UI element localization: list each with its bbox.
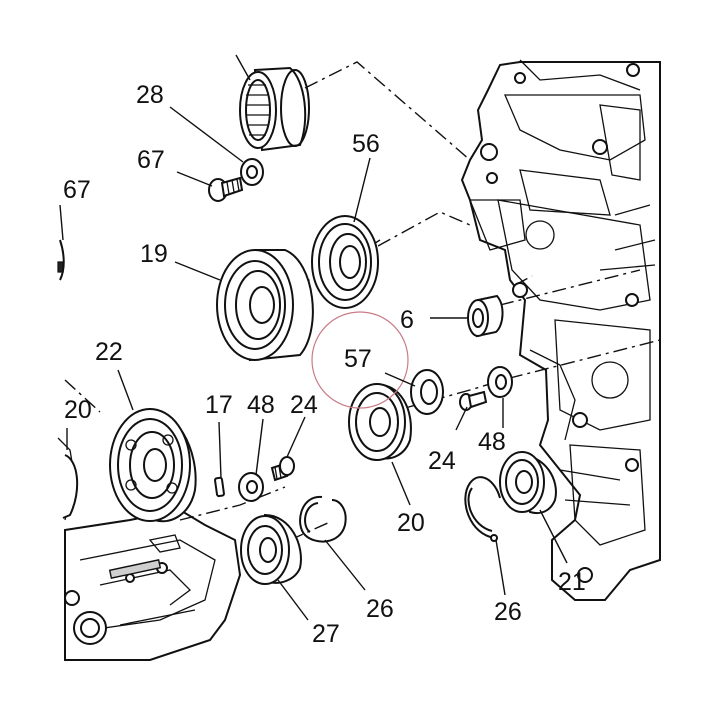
callout-67-screw: 67 xyxy=(137,146,165,174)
callout-48-right: 48 xyxy=(478,428,506,456)
callout-67-left: 67 xyxy=(63,176,91,204)
screw-67 xyxy=(208,176,244,202)
callout-26-left: 26 xyxy=(366,595,394,623)
callout-20-left: 20 xyxy=(64,396,92,424)
left-edge-partial-part xyxy=(57,239,65,281)
callout-56: 56 xyxy=(352,130,380,158)
callout-57: 57 xyxy=(344,345,372,373)
crankcase-housing xyxy=(460,59,661,601)
ball-bearing-19 xyxy=(216,249,314,362)
callout-27: 27 xyxy=(312,620,340,648)
callout-20-center: 20 xyxy=(397,509,425,537)
bushing-6 xyxy=(467,294,504,338)
needle-roller-bearing-28 xyxy=(239,66,310,152)
callout-24-left: 24 xyxy=(290,391,318,419)
callout-22: 22 xyxy=(95,338,123,366)
callout-28: 28 xyxy=(136,81,164,109)
ball-bearing-20 xyxy=(348,383,412,461)
washer-48-left xyxy=(238,472,264,502)
pin-17 xyxy=(214,476,225,498)
oil-seal-56 xyxy=(311,215,379,309)
circlip-26-right xyxy=(464,476,501,542)
washer-48-right xyxy=(487,366,513,398)
lower-left-housing xyxy=(57,437,242,661)
bearing-21 xyxy=(499,451,557,515)
callout-6: 6 xyxy=(400,306,414,334)
callout-24-right: 24 xyxy=(428,447,456,475)
callout-17: 17 xyxy=(205,391,233,419)
callout-26-right: 26 xyxy=(494,598,522,626)
bearing-27 xyxy=(240,513,302,585)
callout-21: 21 xyxy=(558,568,586,596)
bearing-20-partial xyxy=(62,454,79,519)
screw-24-left xyxy=(270,456,295,482)
screw-24-right xyxy=(459,390,488,411)
highlight-circle xyxy=(311,311,409,409)
ball-bearing-22 xyxy=(109,408,197,523)
callout-numbers: 28 67 67 56 19 6 22 57 20 17 48 24 24 48… xyxy=(63,81,586,648)
callout-48-left: 48 xyxy=(247,391,275,419)
leader-lines xyxy=(59,54,568,621)
washer-28 xyxy=(240,158,264,186)
washer-57 xyxy=(410,369,444,415)
circlip-26-left xyxy=(299,495,347,543)
callout-19: 19 xyxy=(140,240,168,268)
